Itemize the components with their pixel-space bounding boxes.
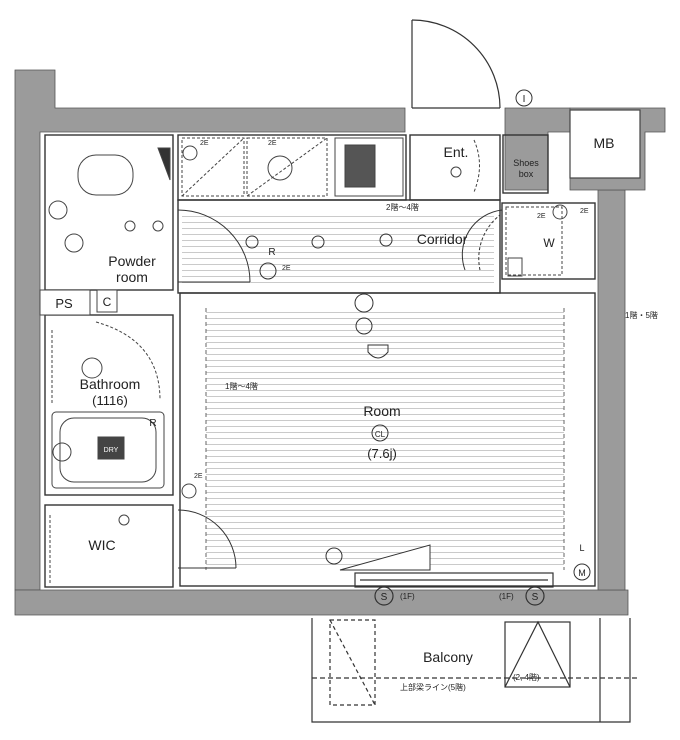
shoes-box-outline (502, 134, 549, 194)
room-door (478, 214, 501, 271)
corridor-door (461, 209, 503, 271)
label-shoes-box-2: box (519, 169, 534, 179)
wic-fixtures (49, 483, 197, 585)
washer-area-outline (501, 202, 596, 280)
label-s-right: S (532, 592, 539, 603)
note-2e-6: 2E (580, 208, 589, 215)
note-floors-1-5: 1階・5階 (625, 310, 658, 320)
note-sash-left: (1F) (400, 592, 415, 601)
label-wic: WIC (88, 537, 115, 553)
interior-walls (44, 134, 596, 588)
label-dry: DRY (104, 447, 119, 454)
kitchen-fixtures (181, 137, 404, 197)
note-2e-3: 2E (537, 213, 546, 220)
wic-door (177, 509, 237, 569)
ps-box (39, 289, 91, 316)
mb-box (569, 109, 641, 179)
label-bathroom-size: (1116) (92, 393, 128, 408)
label-ps: PS (55, 296, 73, 311)
label-m: M (578, 568, 586, 578)
room-fixtures (245, 233, 591, 581)
dry-box (97, 436, 125, 460)
powder-room-fixtures (48, 147, 171, 253)
label-c: C (103, 295, 112, 309)
label-powder-room-2: room (116, 269, 148, 285)
c-box (96, 289, 118, 313)
bathroom-fixtures (51, 321, 165, 489)
note-2e-1: 2E (200, 140, 209, 147)
wall-north-east (504, 107, 571, 191)
label-powder-room-1: Powder (108, 253, 156, 269)
entrance-features (450, 139, 480, 193)
wall-south (14, 589, 629, 616)
label-r1: R (268, 247, 275, 258)
label-w: W (543, 236, 555, 250)
kitchen-outline (177, 134, 407, 201)
label-s-left: S (381, 592, 388, 603)
label-corridor: Corridor (417, 231, 468, 247)
note-2e-5: 2E (194, 473, 203, 480)
labels: Room CL (7.6j) Corridor Powder room Bath… (55, 94, 658, 692)
label-shoes-box-1: Shoes (513, 158, 539, 168)
marker-i-circle (515, 89, 533, 107)
note-floors-1-4: 1階～4階 (225, 381, 258, 391)
entrance-outline (409, 134, 501, 201)
label-entrance: Ent. (444, 144, 469, 160)
stove-burners (344, 144, 376, 188)
label-mb: MB (594, 135, 615, 151)
bathroom-outline (44, 314, 174, 496)
label-i: I (523, 94, 526, 105)
label-room-size: (7.6j) (367, 446, 397, 461)
note-2e-2: 2E (282, 265, 291, 272)
label-room-cl: CL (375, 430, 386, 439)
wall-east (597, 189, 626, 591)
note-sash-right: (1F) (499, 592, 514, 601)
balcony (311, 618, 640, 723)
washer-fixtures (505, 204, 568, 277)
label-r2: R (149, 418, 156, 429)
label-balcony: Balcony (423, 649, 473, 665)
note-upper-line: 上部梁ライン(5階) (400, 682, 466, 692)
powder-door (177, 209, 251, 283)
label-l: L (579, 543, 584, 553)
label-room: Room (363, 403, 400, 419)
note-2e-4: 2E (268, 140, 277, 147)
window-sash (354, 572, 554, 606)
note-floors-2-4: 2階～4階 (386, 202, 419, 212)
wic-outline (44, 504, 174, 588)
label-bathroom: Bathroom (80, 376, 141, 392)
note-balcony-stair: (2, 4階) (513, 672, 540, 682)
interior-doors[interactable] (177, 209, 503, 569)
corridor-flooring (182, 212, 494, 288)
entrance-door[interactable] (411, 19, 501, 109)
